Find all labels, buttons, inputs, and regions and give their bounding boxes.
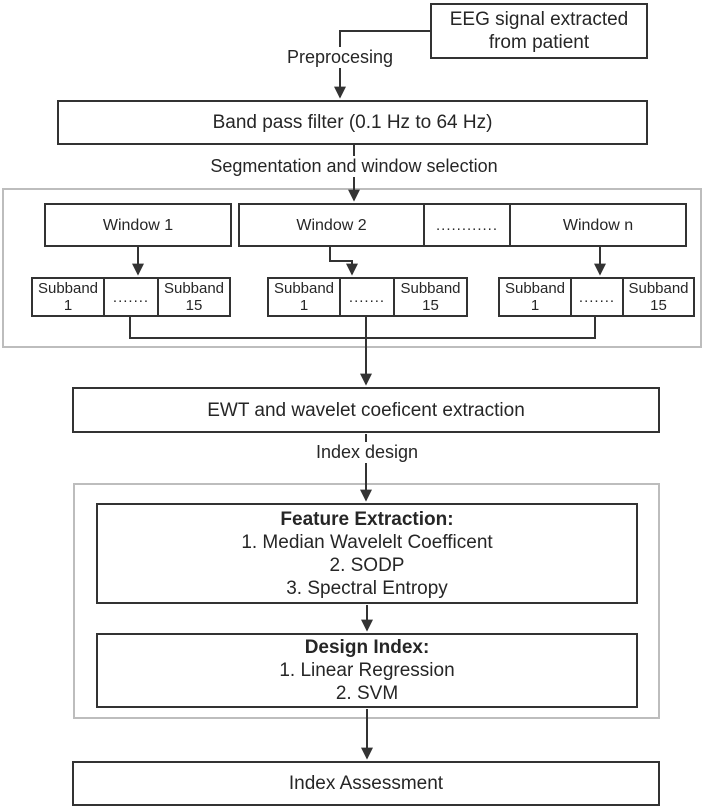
node-design-index: Design Index: 1. Linear Regression 2. SV… [96, 633, 638, 708]
node-subband-1: Subband 1 [267, 277, 341, 317]
node-eeg-signal: EEG signal extracted from patient [430, 3, 648, 59]
node-window-n: Window n [509, 203, 687, 247]
node-subband-1: Subband 1 [498, 277, 572, 317]
node-subband-ellipsis: ....... [339, 277, 395, 317]
design-item-1: 1. Linear Regression [279, 660, 455, 681]
node-subband-ellipsis: ....... [570, 277, 624, 317]
node-subband-ellipsis: ....... [103, 277, 159, 317]
node-subband-1: Subband 1 [31, 277, 105, 317]
node-window-ellipsis: ............ [423, 203, 511, 247]
design-index-title: Design Index: [304, 637, 430, 658]
node-window-2: Window 2 [238, 203, 425, 247]
node-feature-extraction: Feature Extraction: 1. Median Wavelelt C… [96, 503, 638, 604]
feature-item-2: 2. SODP [329, 554, 405, 576]
label-preprocessing: Preprocesing [282, 47, 398, 68]
label-index-design: Index design [311, 442, 423, 463]
feature-item-1: 1. Median Wavelelt Coefficent [241, 531, 493, 553]
label-segmentation: Segmentation and window selection [206, 156, 502, 177]
feature-item-3: 3. Spectral Entropy [286, 577, 448, 599]
node-ewt-extraction: EWT and wavelet coeficent extraction [72, 387, 660, 433]
node-band-pass-filter: Band pass filter (0.1 Hz to 64 Hz) [57, 100, 648, 145]
node-window-1: Window 1 [44, 203, 232, 247]
node-index-assessment: Index Assessment [72, 761, 660, 806]
node-subband-15: Subband 15 [622, 277, 695, 317]
node-subband-15: Subband 15 [157, 277, 231, 317]
design-item-2: 2. SVM [335, 683, 399, 704]
feature-extraction-title: Feature Extraction: [280, 508, 454, 530]
node-subband-15: Subband 15 [393, 277, 468, 317]
